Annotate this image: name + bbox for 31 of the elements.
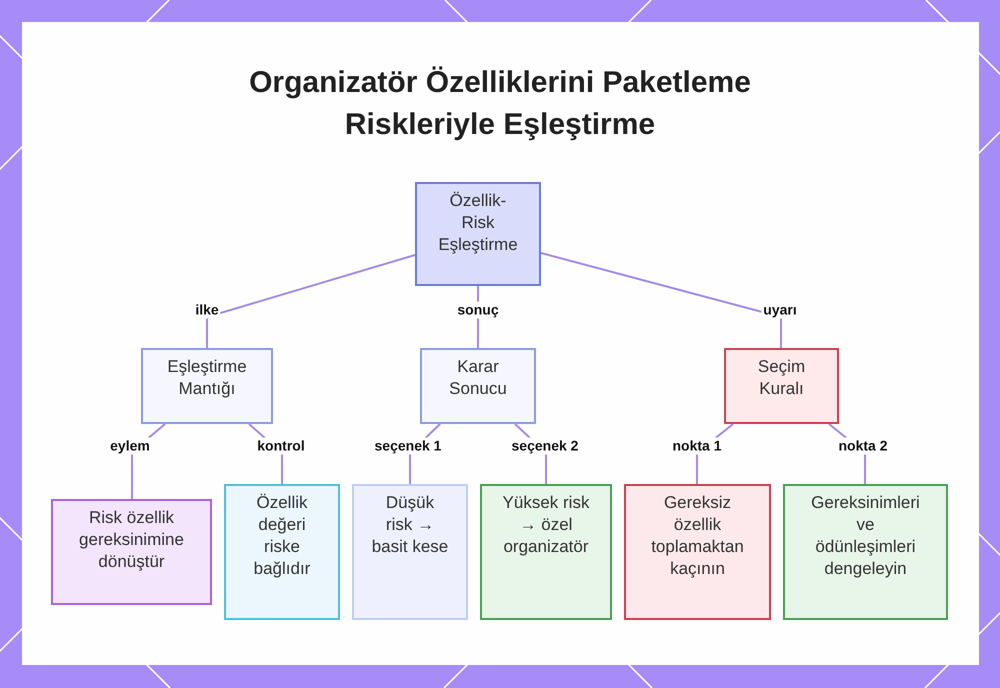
edge-label: nokta 1 xyxy=(670,438,724,454)
edge-label: nokta 2 xyxy=(836,438,890,454)
diagram-title: Organizatör Özelliklerini Paketleme Riskleriyle Eşleştirme xyxy=(248,65,752,143)
process-box xyxy=(724,348,839,424)
process-box xyxy=(480,484,612,620)
connector-line xyxy=(206,254,416,348)
node-label: Yüksek risk → özel organizatör xyxy=(502,492,590,558)
process-box xyxy=(51,499,212,605)
process-box xyxy=(352,484,468,620)
process-box xyxy=(783,484,948,620)
node-label: Gereksiz özellik toplamaktan kaçının xyxy=(650,492,745,580)
node-label: Seçim Kuralı xyxy=(756,356,806,400)
node-label: Özellik-Risk Eşleştirme xyxy=(437,190,519,256)
edge-label: ilke xyxy=(193,302,221,318)
process-box xyxy=(415,182,541,286)
process-box xyxy=(624,484,771,620)
node-label: Karar Sonucu xyxy=(448,356,508,400)
node-label: Özellik değeri riske bağlıdır xyxy=(252,492,312,580)
edge-label: seçenek 2 xyxy=(510,438,580,454)
process-box xyxy=(141,348,273,424)
node-label: Eşleştirme Mantığı xyxy=(166,356,248,400)
connector-line xyxy=(540,252,782,348)
edge-label: sonuç xyxy=(455,302,501,318)
node-label: Düşük risk → basit kese xyxy=(371,492,449,558)
process-box xyxy=(224,484,340,620)
node-label: Risk özellik gereksinimine dönüştür xyxy=(78,507,185,573)
process-box xyxy=(420,348,536,424)
node-label: Gereksinimleri ve ödünleşimleri dengeleyin xyxy=(810,492,921,580)
edge-label: seçenek 1 xyxy=(372,438,444,454)
edge-label: eylem xyxy=(108,438,152,454)
edge-label: kontrol xyxy=(255,438,307,454)
